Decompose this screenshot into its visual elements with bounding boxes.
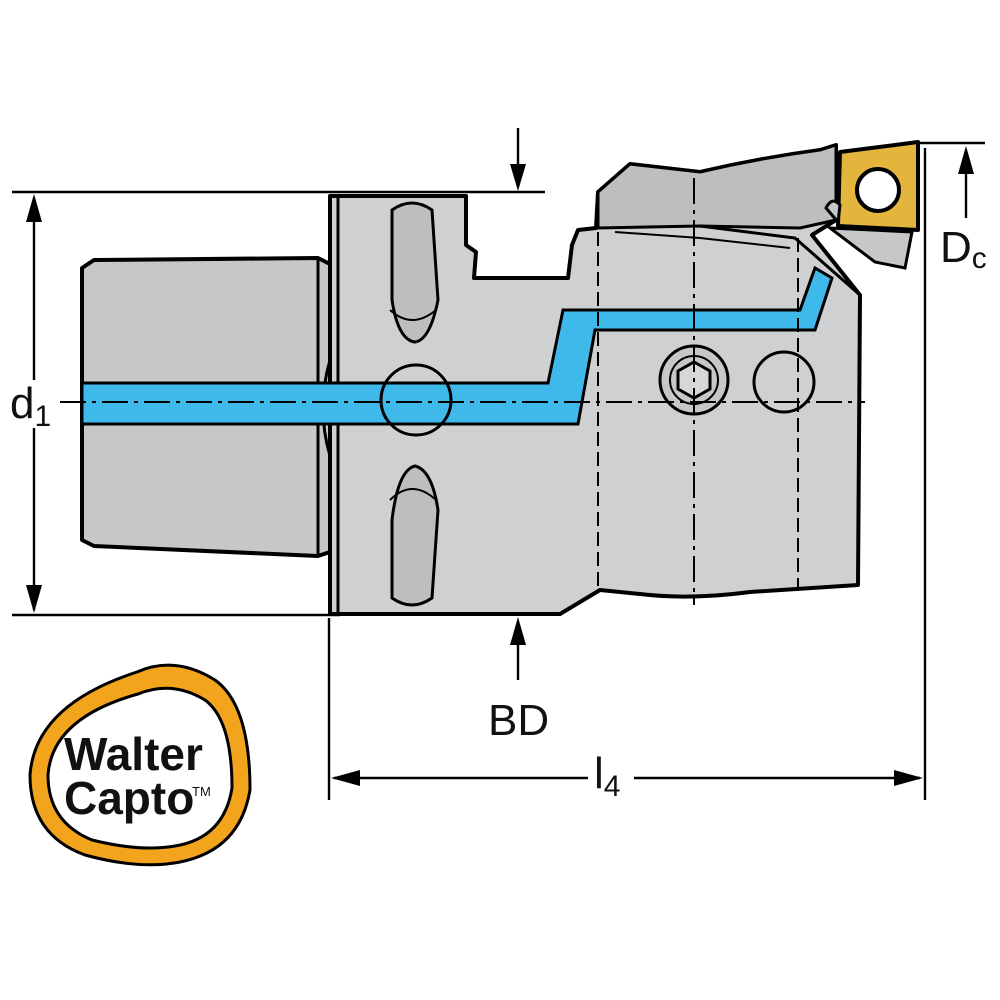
- coolant-channel: [80, 265, 834, 426]
- logo-line1: Walter: [64, 728, 203, 780]
- top-arrow-head: [510, 164, 526, 191]
- coolant-port-circle: [379, 363, 453, 437]
- head-shade-line: [614, 231, 791, 249]
- logo-line2: Capto: [64, 772, 194, 824]
- d1-label-bg: [8, 380, 60, 428]
- insert-seat: [825, 226, 914, 270]
- walter-capto-logo: Walter Capto TM: [28, 663, 252, 867]
- dc-label: Dc: [940, 223, 987, 275]
- bd-label: BD: [488, 696, 549, 745]
- logo-tm: TM: [192, 784, 211, 799]
- grip-groove-lower-shade: [389, 488, 437, 501]
- grip-groove-lower: [390, 464, 440, 607]
- d1-arrow-top: [26, 194, 42, 222]
- dc-arrow-head: [958, 146, 974, 174]
- chip-pocket: [596, 142, 838, 230]
- insert-hole: [855, 167, 901, 213]
- clamp-screw: [824, 199, 842, 226]
- side-hole: [752, 350, 816, 414]
- head-edge: [699, 224, 861, 297]
- l4-arrow-right: [894, 770, 923, 786]
- d1-arrow-bottom: [26, 585, 42, 613]
- bd-arrow-head: [510, 617, 526, 645]
- l4-label: l4: [594, 749, 620, 803]
- l4-arrow-left: [331, 770, 360, 786]
- grip-groove-upper-shade: [389, 309, 437, 321]
- logo-ring-inner: [46, 686, 234, 850]
- grip-groove-upper: [390, 201, 440, 344]
- d1-label: d1: [10, 379, 51, 433]
